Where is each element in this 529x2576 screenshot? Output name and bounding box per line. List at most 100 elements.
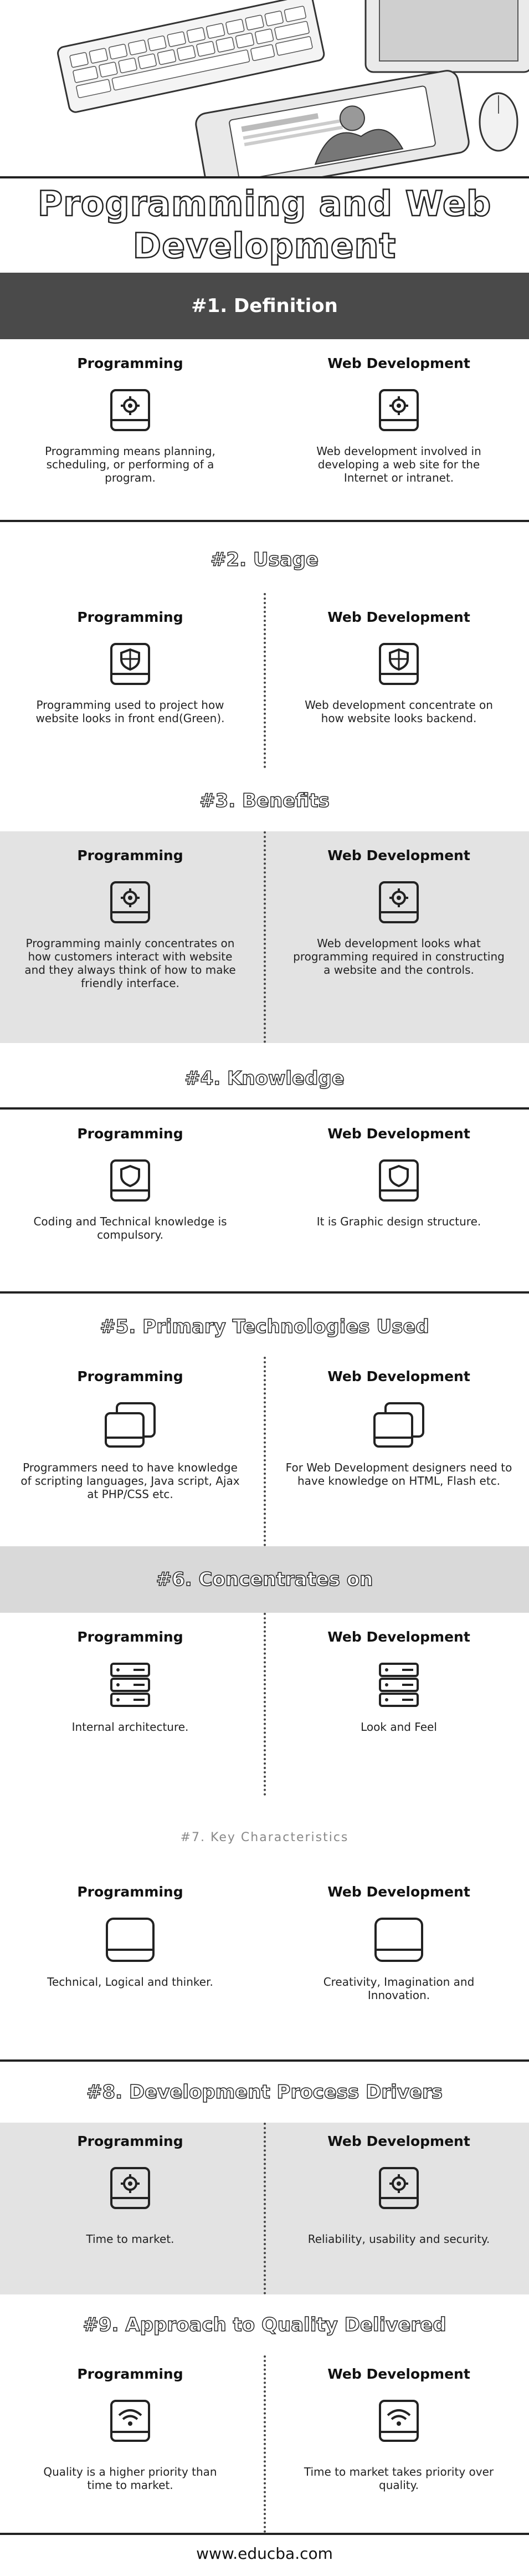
section-quality: #9. Approach to Quality Delivered Progra… <box>0 2294 529 2538</box>
section-rule <box>0 2533 529 2535</box>
stacked-drives-icon <box>373 1402 424 1448</box>
drive-icon <box>106 1918 155 1962</box>
section-body: Programming Technical, Logical and think… <box>0 1868 529 2059</box>
column-divider <box>264 2355 268 2533</box>
column-description: For Web Development designers need to ha… <box>285 1461 512 1488</box>
section-rule <box>0 1291 529 1294</box>
column-description: Coding and Technical knowledge is compul… <box>33 1215 227 1241</box>
section-header: #1. Definition <box>0 273 529 339</box>
programming-column: Programming Technical, Logical and think… <box>0 1868 260 1989</box>
shield-icon <box>110 1159 150 1202</box>
hero-illustration <box>0 0 529 176</box>
section-title: #8. Development Process Drivers <box>86 2081 443 2104</box>
column-description: Time to market. <box>86 2232 174 2246</box>
section-body: Programming Coding and Technical knowled… <box>0 1110 529 1292</box>
column-heading: Programming <box>77 1126 183 1142</box>
column-description: Web development looks what programming r… <box>293 937 505 977</box>
section-drivers: #8. Development Process Drivers Programm… <box>0 2062 529 2294</box>
web-development-column: Web Development Web development concentr… <box>269 593 529 725</box>
section-usage: #2. Usage Programming Programming used t… <box>0 527 529 770</box>
section-header: #9. Approach to Quality Delivered <box>0 2294 529 2355</box>
shield-icon <box>110 643 150 685</box>
gear-drive-icon <box>379 881 419 923</box>
section-title: #1. Definition <box>191 295 338 317</box>
programming-column: Programming Programming means planning, … <box>0 339 260 484</box>
column-description: Programming used to project how website … <box>35 698 225 725</box>
section-title: #4. Knowledge <box>184 1067 345 1090</box>
section-body: Programming Programming means planning, … <box>0 339 529 520</box>
footer-url[interactable]: www.educba.com <box>196 2544 333 2563</box>
section-body: Programming Time to market. Web Developm… <box>0 2123 529 2294</box>
column-heading: Web Development <box>327 2133 470 2149</box>
wifi-drive-icon <box>110 2400 150 2442</box>
column-heading: Web Development <box>327 1884 470 1900</box>
column-heading: Programming <box>77 847 183 863</box>
shield-icon <box>379 1159 419 1202</box>
column-description: Creativity, Imagination and Innovation. <box>323 1975 475 2002</box>
column-divider <box>264 1613 268 1796</box>
shield-icon <box>379 643 419 685</box>
column-description: Internal architecture. <box>71 1720 189 1734</box>
column-description: Technical, Logical and thinker. <box>47 1975 213 1989</box>
gear-drive-icon <box>110 881 150 923</box>
section-technologies: #5. Primary Technologies Used Programmin… <box>0 1297 529 1546</box>
drive-icon <box>374 1918 423 1962</box>
column-divider <box>264 593 268 768</box>
column-heading: Programming <box>77 355 183 371</box>
column-heading: Web Development <box>327 847 470 863</box>
tablet-illustration <box>364 0 529 73</box>
column-description: Look and Feel <box>361 1720 437 1734</box>
gear-drive-icon <box>110 2167 150 2209</box>
column-divider <box>264 831 268 1043</box>
programming-column: Programming Time to market. <box>0 2123 260 2246</box>
section-header: #4. Knowledge <box>0 1047 529 1110</box>
section-knowledge: #4. Knowledge Programming Coding and Tec… <box>0 1047 529 1297</box>
section-header: #2. Usage <box>0 527 529 593</box>
column-heading: Web Development <box>327 1629 470 1645</box>
column-divider <box>264 1357 268 1546</box>
web-development-column: Web Development For Web Development desi… <box>269 1357 529 1488</box>
hero-rule <box>0 176 529 178</box>
section-title: #2. Usage <box>210 548 319 571</box>
programming-column: Programming Programmers need to have kno… <box>0 1357 260 1501</box>
column-description: Web development involved in developing a… <box>316 444 481 484</box>
column-divider <box>264 2123 268 2294</box>
section-title: #5. Primary Technologies Used <box>100 1315 430 1338</box>
section-body: Programming Quality is a higher priority… <box>0 2355 529 2533</box>
section-concentrates: #6. Concentrates on Programming Internal… <box>0 1546 529 1807</box>
stacked-drives-icon <box>105 1402 156 1448</box>
section-header: #5. Primary Technologies Used <box>0 1297 529 1357</box>
desk-illustration <box>57 0 529 176</box>
section-definition: #1. Definition Programming Programming m… <box>0 273 529 522</box>
column-heading: Web Development <box>327 355 470 371</box>
column-description: Reliability, usability and security. <box>307 2232 490 2246</box>
section-title: #6. Concentrates on <box>156 1568 373 1591</box>
section-body: Programming Internal architecture. Web D… <box>0 1613 529 1807</box>
programming-column: Programming Internal architecture. <box>0 1613 260 1734</box>
column-heading: Programming <box>77 2366 183 2382</box>
column-heading: Web Development <box>327 1368 470 1384</box>
section-header: #3. Benefits <box>0 770 529 831</box>
programming-column: Programming Quality is a higher priority… <box>0 2355 260 2492</box>
column-heading: Programming <box>77 609 183 625</box>
section-header: #8. Development Process Drivers <box>0 2062 529 2123</box>
column-description: Programming mainly concentrates on how c… <box>24 937 236 990</box>
web-development-column: Web Development Time to market takes pri… <box>269 2355 529 2492</box>
gear-drive-icon <box>379 2167 419 2209</box>
programming-column: Programming Programming mainly concentra… <box>0 831 260 990</box>
wifi-drive-icon <box>379 2400 419 2442</box>
server-rack-icon <box>110 1663 150 1707</box>
column-description: Programmers need to have knowledge of sc… <box>20 1461 240 1501</box>
column-description: Quality is a higher priority than time t… <box>43 2465 217 2492</box>
section-body: Programming Programming mainly concentra… <box>0 831 529 1043</box>
keyboard-illustration <box>57 0 325 113</box>
column-heading: Programming <box>77 1884 183 1900</box>
document-on-pad-illustration <box>195 70 470 176</box>
section-title: #9. Approach to Quality Delivered <box>83 2313 447 2337</box>
column-description: Time to market takes priority over quali… <box>304 2465 494 2492</box>
web-development-column: Web Development Web development involved… <box>269 339 529 484</box>
gear-drive-icon <box>110 389 150 431</box>
column-heading: Programming <box>77 1629 183 1645</box>
section-rule <box>0 1107 529 1110</box>
column-heading: Programming <box>77 2133 183 2149</box>
